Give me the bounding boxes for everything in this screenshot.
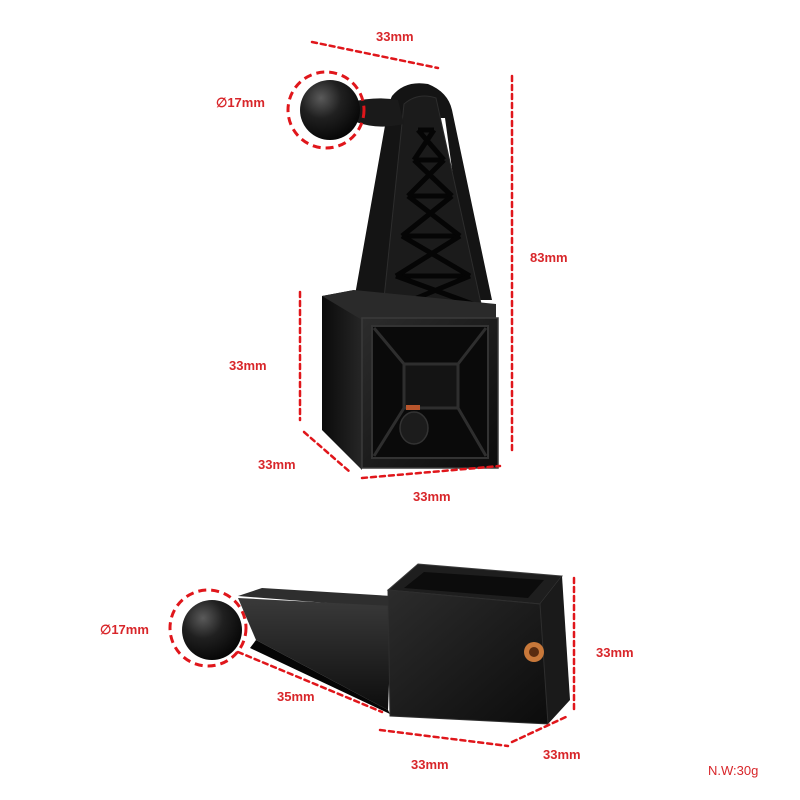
side-block-brass-insert-hole [529, 647, 539, 657]
upright-top-width-line [310, 40, 440, 70]
upright-mount-view [286, 40, 514, 480]
upright-base-left-side [322, 290, 362, 470]
upright-base-screw-accent [406, 405, 420, 410]
upright-height-label: 83mm [530, 250, 568, 265]
upright-ball-neck [352, 98, 404, 127]
upright-base-top [322, 290, 496, 320]
upright-ball-diameter-ring [286, 70, 366, 150]
side-dimension-lines [236, 576, 576, 748]
side-ball [182, 600, 242, 660]
side-block-right-side [540, 576, 570, 724]
upright-arm-front [381, 95, 483, 319]
side-arm-length-line [236, 650, 384, 714]
side-arm-underside [250, 640, 390, 714]
upright-base-screw [399, 411, 429, 445]
side-block-front [387, 589, 549, 725]
side-arm [238, 588, 392, 608]
side-block-height-label: 33mm [596, 645, 634, 660]
upright-base-height-label: 33mm [229, 358, 267, 373]
upright-base-depth-label: 33mm [258, 457, 296, 472]
side-block-top-recess [404, 572, 544, 598]
upright-base-depth-line [302, 430, 352, 474]
upright-ball [300, 80, 360, 140]
upright-top-width-label: 33mm [376, 29, 414, 44]
upright-base-width-label: 33mm [413, 489, 451, 504]
upright-base-inner-ribs [372, 327, 488, 457]
side-block-width-label: 33mm [411, 757, 449, 772]
upright-base-width-line [360, 464, 502, 480]
upright-arm-lattice [387, 127, 479, 313]
upright-arm [352, 83, 492, 312]
net-weight-label: N.W:30g [708, 763, 759, 778]
upright-ball-diameter-label: ∅17mm [216, 95, 265, 110]
side-arm-length-label: 35mm [277, 689, 315, 704]
side-block-depth-label: 33mm [543, 747, 581, 762]
side-arm-body [238, 598, 392, 710]
side-ball-diameter-label: ∅17mm [100, 622, 149, 637]
side-block-depth-line [510, 714, 570, 744]
upright-dimension-lines [298, 40, 514, 480]
side-mount-view [168, 563, 576, 748]
side-ball-diameter-ring [168, 588, 248, 668]
side-block-width-line [378, 728, 510, 748]
